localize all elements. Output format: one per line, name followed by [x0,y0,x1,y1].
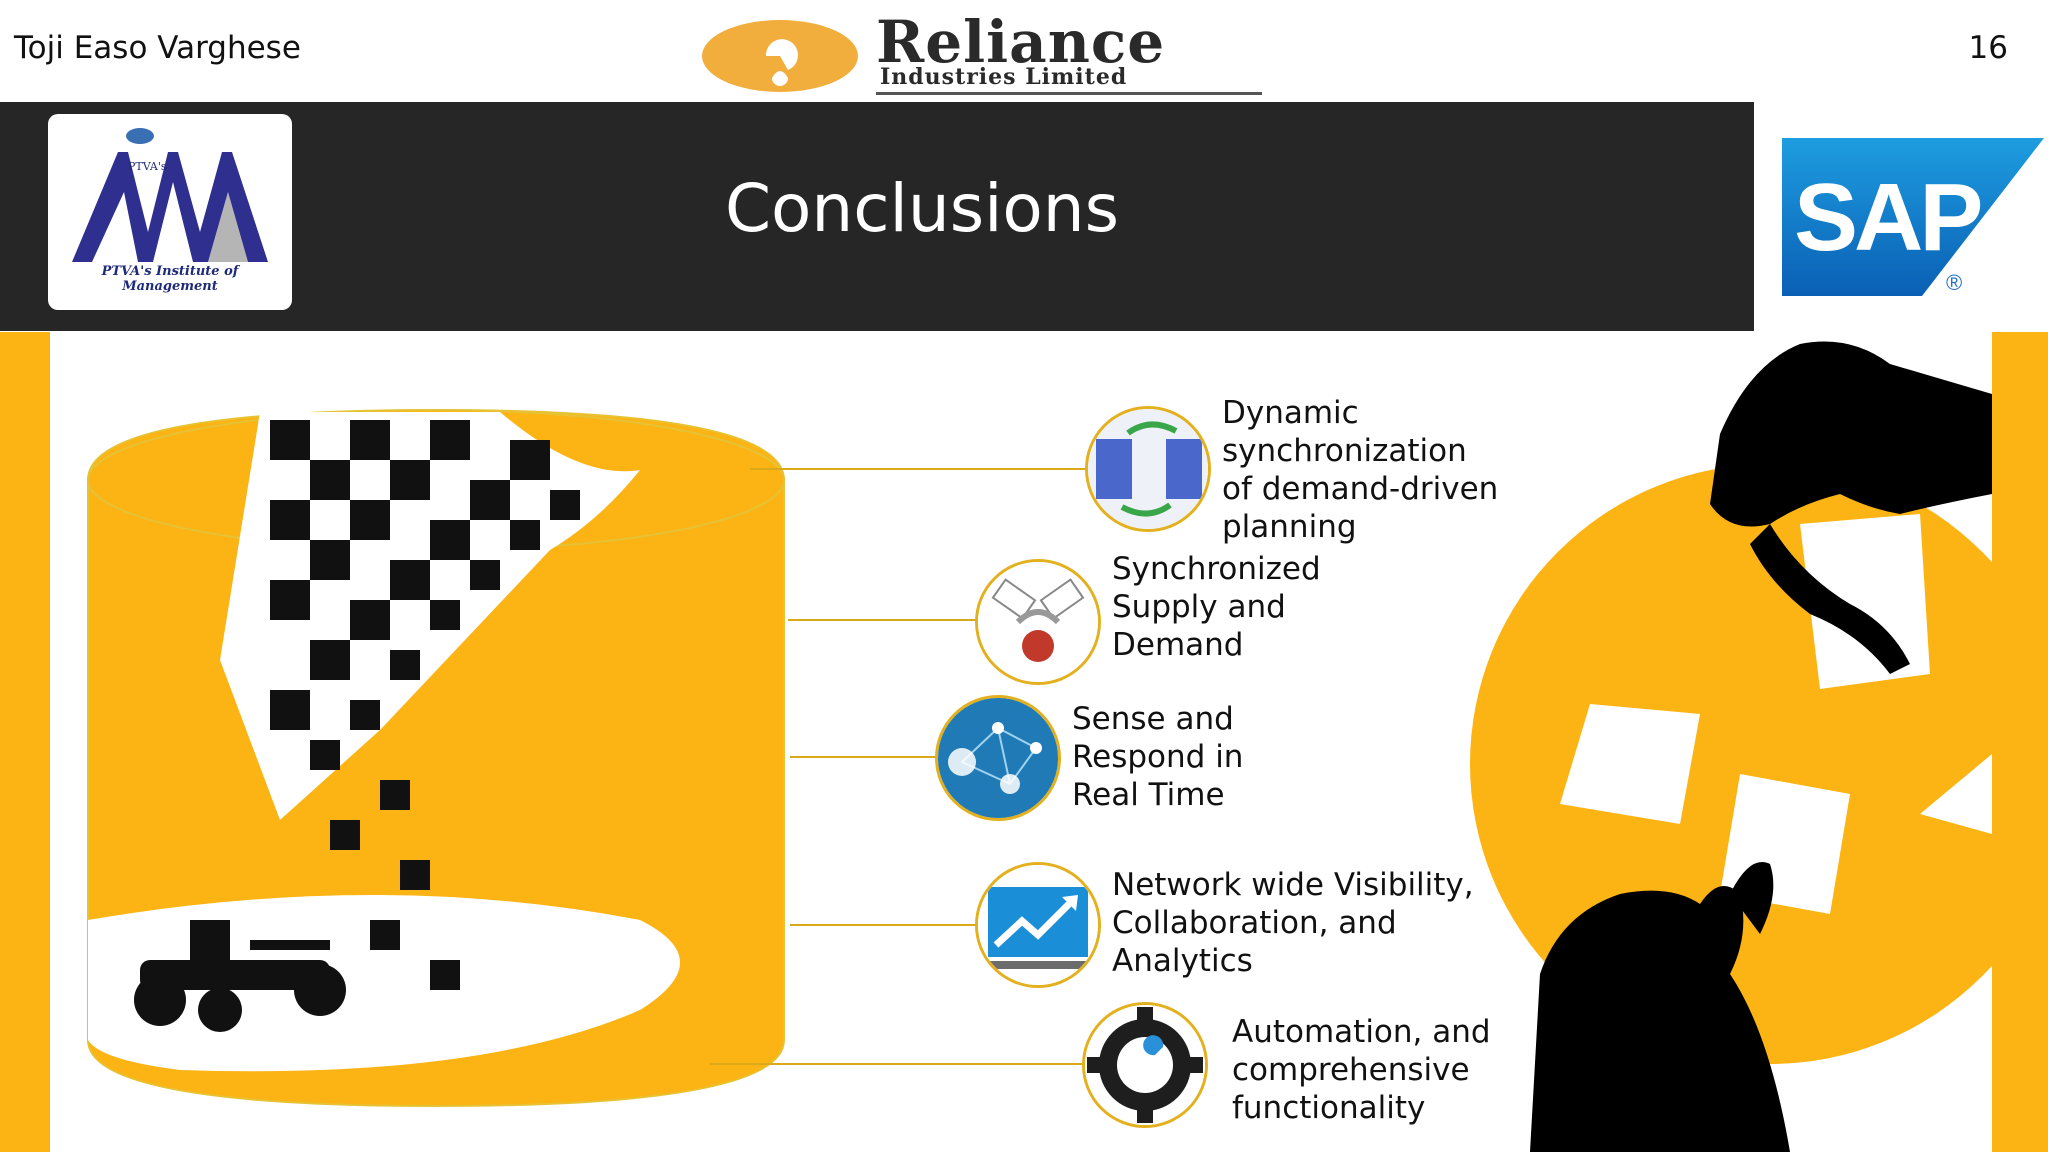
reliance-logo [702,20,1262,95]
trend-chart-icon [975,862,1101,988]
sap-logo: SAP ® [1782,138,2044,296]
supply-demand-lock-icon [975,559,1101,685]
svg-text:®: ® [1946,270,1962,295]
right-accent-bar [1992,332,2048,1152]
connector-line [710,1063,1090,1065]
connector-line [790,756,938,758]
connector-line [788,619,978,621]
title-band [0,102,1754,331]
institute-m-mark-icon [72,128,268,262]
left-accent-bar [0,332,50,1152]
gear-wrench-icon [1082,1002,1208,1128]
checkered-flag-illustration [87,408,785,1108]
slide-title: Conclusions [724,170,1120,247]
connector-line [790,924,978,926]
meeting-people-illustration [1470,341,1992,1152]
network-icon [935,695,1061,821]
synchronization-icon [1085,406,1211,532]
company-name: Reliance [876,8,1166,76]
company-subtitle: Industries Limited [880,64,1128,90]
institute-short-name: PTVA's [128,160,167,173]
author-name: Toji Easo Varghese [14,30,301,66]
institute-name: PTVA's Institute of Management [101,264,239,294]
item-text-4: Network wide Visibility,Collaboration, a… [1112,867,1474,979]
page-number: 16 [1968,30,2008,66]
connector-line [750,468,1090,470]
svg-text:SAP: SAP [1794,164,1980,271]
